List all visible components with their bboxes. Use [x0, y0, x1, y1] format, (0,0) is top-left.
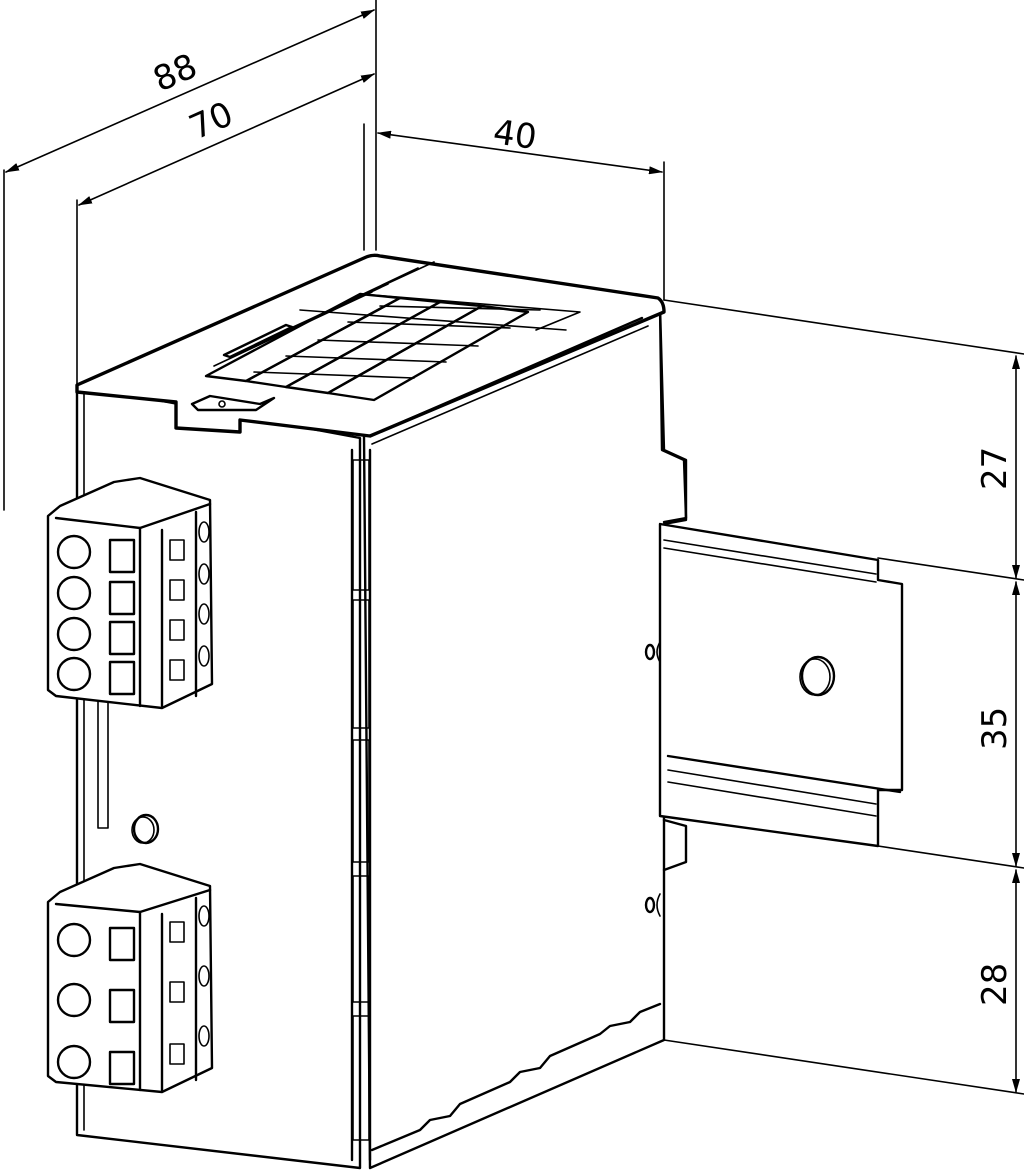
screw-holes	[56, 922, 92, 1080]
dimension-line	[5, 9, 375, 173]
dimension-width: 40	[377, 112, 665, 301]
clip-tab	[190, 394, 276, 412]
extension-line-top	[663, 299, 1024, 355]
extension-line-bottom	[663, 1039, 1024, 1095]
din-rail	[658, 522, 904, 848]
dimension-label-40: 40	[491, 112, 539, 158]
housing-front-face	[350, 304, 688, 1170]
hinge-segments	[352, 459, 370, 1141]
screw-holes	[56, 534, 92, 692]
extension-line-rail-bottom	[877, 845, 1024, 869]
vent-grid	[204, 261, 581, 402]
dimension-label-35: 35	[975, 707, 1015, 750]
wire-entries	[108, 905, 210, 1086]
dimension-line	[78, 73, 375, 206]
dimension-line	[377, 130, 663, 175]
housing-top-face	[75, 253, 666, 445]
dimension-label-28: 28	[975, 963, 1015, 1006]
dimension-label-88: 88	[147, 46, 203, 100]
terminal-block-upper	[46, 476, 214, 710]
extension-line-rail-top	[877, 557, 1024, 581]
terminal-block-lower	[46, 862, 214, 1094]
dimension-label-70: 70	[183, 94, 239, 148]
dimension-label-27: 27	[975, 447, 1015, 490]
wire-entries	[108, 521, 210, 696]
dimension-heights: 27 35 28	[663, 299, 1024, 1095]
